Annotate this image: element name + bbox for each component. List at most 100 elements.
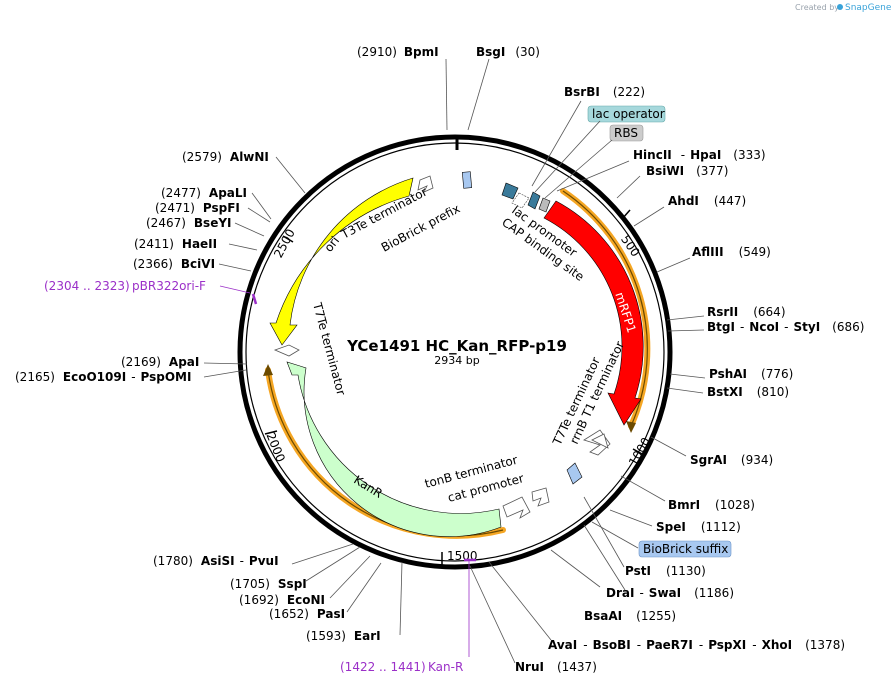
primer-pbr322-range: (2304 .. 2323) — [44, 279, 130, 293]
tonb-terminator-icon — [531, 487, 550, 507]
enzyme-nrui[interactable]: NruI(1437) — [515, 660, 597, 674]
enzyme-sgrai-name: SgrAI — [690, 453, 727, 467]
enzyme-btgi[interactable]: BtgI-NcoI-StyI(686) — [707, 320, 864, 334]
enzyme-apai-name: ApaI — [169, 355, 199, 369]
primer-pbr322-mark[interactable] — [251, 293, 258, 305]
orange-band-arrowhead-2 — [263, 364, 273, 376]
enzyme-econi[interactable]: (1692) EcoNI — [239, 593, 325, 607]
feature-mrfp1[interactable] — [543, 200, 644, 426]
enzyme-eari-pos: (1593) — [306, 629, 346, 643]
enzyme-bseyi[interactable]: (2467)BseYI — [146, 216, 232, 230]
enzyme-xhoi-name: XhoI — [762, 638, 793, 652]
enzyme-bpmi-pos: (2910) — [357, 45, 397, 59]
enzyme-styi-name: StyI — [794, 320, 821, 334]
cap-binding-site-box[interactable] — [511, 192, 530, 209]
lac-elements — [273, 171, 611, 519]
enzyme-bsobi-name: BsoBI — [593, 638, 631, 652]
biobrick-suffix-box[interactable] — [566, 462, 583, 485]
enzyme-spei[interactable]: SpeI(1112) — [656, 520, 741, 534]
callout-biobrick-suffix-box[interactable] — [638, 540, 732, 558]
enzyme-apai[interactable]: (2169)ApaI — [121, 355, 199, 369]
enzyme-pshai[interactable]: PshAI(776) — [709, 367, 793, 381]
plasmid-name: YCe1491 HC_Kan_RFP-p19 — [346, 337, 567, 355]
enzyme-drai-name: DraI — [606, 586, 634, 600]
enzyme-pspfi-pos: (2471) — [155, 201, 195, 215]
enzyme-pvui-name: PvuI — [249, 554, 279, 568]
enzyme-hincii[interactable]: HincII-HpaI(333) — [633, 148, 766, 162]
enzyme-haeii[interactable]: (2411)HaeII — [134, 237, 217, 251]
enzyme-pspfi-name: PspFI — [203, 201, 240, 215]
enzyme-bsrbi-name: BsrBI — [564, 85, 600, 99]
enzyme-bsiwi-name: BsiWI — [646, 164, 684, 178]
enzyme-econi-name: EcoNI — [287, 593, 325, 607]
enzyme-ecoo109i[interactable]: (2165)EcoO109I-PspOMI — [15, 370, 191, 384]
enzyme-apali-name: ApaLI — [209, 186, 247, 200]
enzyme-bsrbi[interactable]: BsrBI(222) — [564, 85, 645, 99]
feature-kanr[interactable] — [286, 361, 502, 537]
cat-promoter-icon — [502, 496, 531, 519]
enzyme-hpai-name: HpaI — [690, 148, 721, 162]
feature-ori-label: ori — [321, 234, 342, 255]
enzyme-apali[interactable]: (2477)ApaLI — [161, 186, 247, 200]
enzyme-pspfi[interactable]: (2471) PspFI — [155, 201, 240, 215]
enzyme-sspi-name: SspI — [278, 577, 307, 591]
enzyme-nrui-name: NruI — [515, 660, 544, 674]
orange-band-arrowhead-1 — [626, 421, 636, 433]
credit-brand: SnapGene — [845, 3, 892, 13]
callout-rbs: RBS — [614, 126, 638, 140]
enzyme-sgrai[interactable]: SgrAI(934) — [690, 453, 773, 467]
enzyme-hincii-name: HincII — [633, 148, 672, 162]
callout-lac-operator-box[interactable] — [587, 105, 666, 123]
enzyme-pasi[interactable]: (1652)PasI — [269, 607, 345, 621]
plasmid-backbone — [237, 134, 673, 570]
enzyme-rsrii-pos: (664) — [753, 305, 785, 319]
enzyme-eari-name: EarI — [354, 629, 381, 643]
enzyme-bcivi[interactable]: (2366)BciVI — [133, 257, 215, 271]
enzyme-pspomi-name: PspOMI — [141, 370, 192, 384]
enzyme-ahdi[interactable]: AhdI(447) — [668, 194, 746, 208]
enzyme-spei-pos: (1112) — [701, 520, 741, 534]
biobrick-prefix-box[interactable] — [461, 171, 473, 189]
enzyme-psti[interactable]: PstI(1130) — [625, 564, 706, 578]
enzyme-pshai-name: PshAI — [709, 367, 747, 381]
enzyme-avai-sep3: - — [699, 638, 703, 652]
tick-label-1000: 1000 — [626, 435, 653, 468]
enzyme-bsiwi[interactable]: BsiWI (377) — [646, 164, 728, 178]
enzyme-ahdi-name: AhdI — [668, 194, 699, 208]
enzyme-drai[interactable]: DraI-SwaI(1186) — [606, 586, 734, 600]
enzyme-btgi-sep: - — [740, 320, 744, 334]
enzyme-bstxi[interactable]: BstXI(810) — [707, 385, 789, 399]
enzyme-bsiwi-pos: (377) — [696, 164, 728, 178]
lac-operator-box[interactable] — [501, 182, 519, 200]
enzyme-bsaai[interactable]: BsaAI(1255) — [584, 609, 676, 623]
enzyme-eari[interactable]: (1593) EarI — [306, 629, 381, 643]
enzyme-drai-pos: (1186) — [694, 586, 734, 600]
lac-promoter-box[interactable] — [527, 191, 541, 210]
feature-ori[interactable] — [269, 177, 414, 346]
enzyme-sspi[interactable]: (1705)SspI — [230, 577, 307, 591]
enzyme-rsrii[interactable]: RsrII(664) — [707, 305, 786, 319]
enzyme-avai[interactable]: AvaI-BsoBI-PaeR7I-PspXI-XhoI(1378) — [548, 638, 845, 652]
enzyme-bsaai-name: BsaAI — [584, 609, 622, 623]
enzyme-bpmi[interactable]: (2910)BpmI — [357, 45, 439, 59]
enzyme-paer7i-name: PaeR7I — [646, 638, 693, 652]
enzyme-asisi[interactable]: (1780)AsiSI-PvuI — [153, 554, 279, 568]
enzyme-ecoo109i-name: EcoO109I — [63, 370, 126, 384]
enzyme-afliii[interactable]: AflIII(549) — [692, 245, 771, 259]
callout-rbs-box[interactable] — [609, 124, 644, 142]
plasmid-size: 2934 bp — [434, 354, 479, 367]
enzyme-psti-name: PstI — [625, 564, 651, 578]
enzyme-bsgi[interactable]: BsgI(30) — [476, 45, 540, 59]
primer-pbr322-leader — [219, 285, 251, 294]
enzyme-alwni[interactable]: (2579)AlwNI — [182, 150, 269, 164]
enzyme-econi-pos: (1692) — [239, 593, 279, 607]
primer-kanr-name: Kan-R — [428, 660, 463, 674]
feature-t7te-left-label: T7Te terminator — [310, 300, 348, 397]
enzyme-bsgi-pos: (30) — [515, 45, 540, 59]
rbs-box[interactable] — [538, 197, 551, 213]
tick-marks — [264, 136, 645, 565]
enzyme-bmri[interactable]: BmrI(1028) — [668, 498, 755, 512]
enzyme-ecoo109i-pos: (2165) — [15, 370, 55, 384]
enzyme-bstxi-name: BstXI — [707, 385, 743, 399]
